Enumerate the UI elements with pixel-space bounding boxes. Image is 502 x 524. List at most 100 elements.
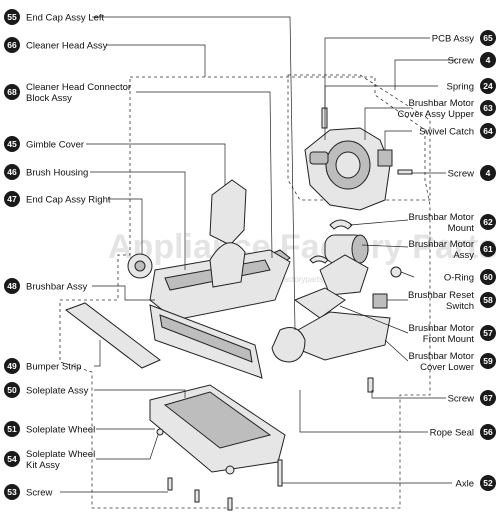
callout-badge [4,382,20,398]
callout-badge [480,475,496,491]
callout-number: 63 [483,103,493,113]
callout-number: 58 [483,295,493,305]
callout-label: O-Ring [444,273,474,284]
callout-label: Brushbar Assy [26,282,87,293]
callout-label-line2: Switch [446,301,474,312]
callout-label: Brush Housing [26,168,88,179]
callout-number: 65 [483,33,493,43]
callout-number: 61 [483,244,493,254]
gimble-cover [209,179,247,246]
callout-number: 60 [483,272,493,282]
callout-badge [4,37,20,53]
callout-label: Spring [447,82,474,93]
callout-number: 53 [7,487,17,497]
callout-badge [480,52,496,68]
callout-number: 54 [7,454,17,464]
callout-badge [4,164,20,180]
assembly-outlines [59,74,431,509]
callout-c60: 60 O-Ring [444,269,496,285]
callout-label-line2: Assy [453,250,474,261]
callout-badge [480,292,496,308]
callout-number: 67 [483,393,493,403]
callout-badge [480,269,496,285]
axle [277,459,283,487]
brushbar-motor-mount [329,219,353,230]
end-cap-left [271,327,306,363]
callout-label: PCB Assy [432,34,474,45]
callout-number: 64 [483,126,493,136]
callout-badge [4,421,20,437]
brushbar-motor-assy [319,234,369,296]
callout-badge [4,9,20,25]
callout-c65: 65 PCB Assy [432,30,496,46]
callout-badge [480,353,496,369]
callout-label: End Cap Assy Right [26,195,111,206]
screw-soleplate-2 [194,489,200,503]
callout-label: Brushbar Motor [409,212,474,223]
callout-number: 57 [483,328,493,338]
callout-label-line2: Block Assy [26,93,72,104]
callout-number: 48 [7,281,17,291]
callout-badge [480,325,496,341]
callout-number: 45 [7,139,17,149]
screw-soleplate-3 [227,497,233,511]
callout-label: Soleplate Wheel [26,425,95,436]
o-ring [390,266,402,278]
callout-label: Brushbar Motor [409,239,474,250]
watermark-text: Appliance Factory Parts [108,228,497,266]
bumper-strip [64,302,161,369]
callout-c66: 66 Cleaner Head Assy [4,37,108,53]
callout-badge [480,390,496,406]
callout-badge [4,451,20,467]
callout-label: Brushbar Motor [409,351,474,362]
callout-label: Gimble Cover [26,140,84,151]
callout-label-line2: Mount [448,223,475,234]
screw-lower [367,377,374,393]
callout-label: Brushbar Motor [409,323,474,334]
callout-label: Bumper Strip [26,362,81,373]
callout-c24: 24 Spring [447,78,496,94]
callout-badge [480,424,496,440]
callout-badge [4,84,20,100]
soleplate [149,384,286,475]
brushbar-motor-cover-upper [304,127,391,211]
callout-number: 24 [483,81,493,91]
callout-number: 59 [483,356,493,366]
callout-label: Screw [448,56,475,67]
callout-badge [4,358,20,374]
callout-label: Axle [456,479,474,490]
brushbar [149,304,263,379]
callout-number: 62 [483,217,493,227]
callout-label-line2: Front Mount [423,334,475,345]
callout-label: Screw [448,169,475,180]
callout-number: 56 [483,427,493,437]
parts [64,107,413,511]
swivel-catch [377,149,393,167]
callout-label: Soleplate Assy [26,386,89,397]
callout-badge [4,484,20,500]
callout-badge [4,278,20,294]
screw-upper [397,169,413,175]
callout-label: Cleaner Head Assy [26,41,108,52]
callout-number: 66 [7,40,17,50]
callout-number: 68 [7,87,17,97]
callout-badge [480,100,496,116]
callout-label: Soleplate Wheel [26,449,95,460]
